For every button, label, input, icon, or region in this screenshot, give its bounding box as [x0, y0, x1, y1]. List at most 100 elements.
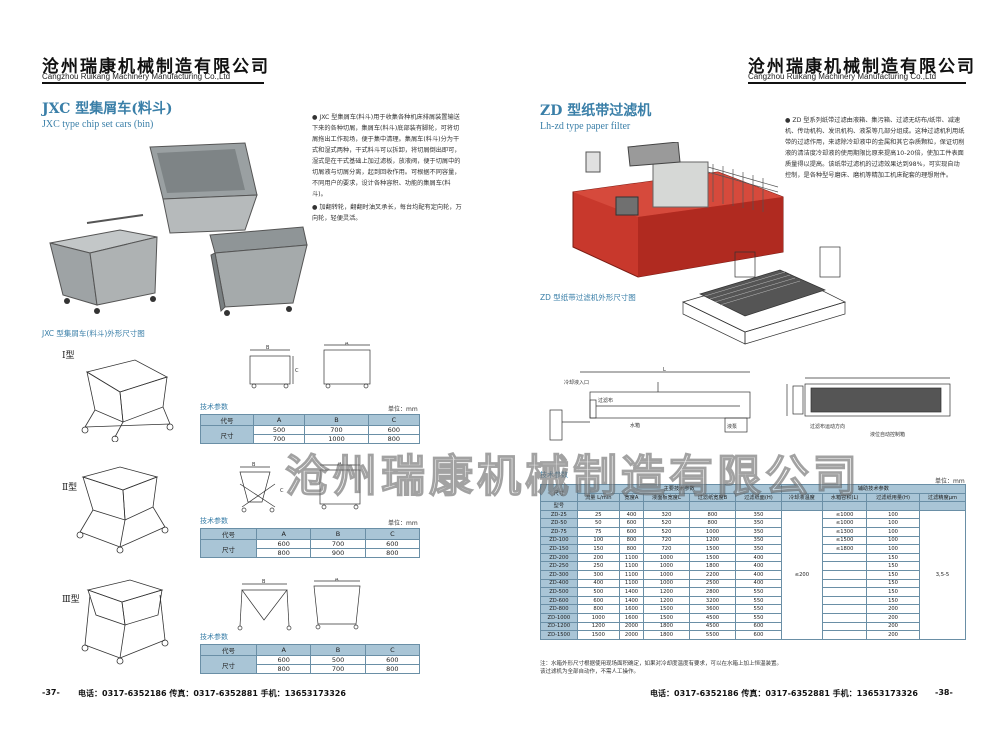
- jxc-desc-para-1: ● JXC 型集屑车(料斗)用于收集各种机床排屑装置输送下来的各种切屑，集屑车(…: [312, 114, 461, 198]
- type-3-label: Ⅲ型: [62, 595, 80, 605]
- zd-cell: [822, 552, 868, 563]
- bin-photos: [49, 142, 308, 316]
- type-2-label: Ⅱ型: [62, 483, 78, 493]
- svg-text:B: B: [252, 462, 256, 468]
- zd-spec-table: 尺寸 主要技术参数 辅助技术参数 流量 L/min 宽度A 液面板宽度L 过滤纸…: [540, 483, 967, 640]
- zd-cell: 150: [866, 578, 920, 589]
- zd-cell: ZD-300: [540, 569, 578, 580]
- zd-cell: 350: [735, 544, 782, 554]
- spec-cell: 700: [310, 664, 366, 674]
- zd-cell: 150: [866, 552, 920, 563]
- zd-cell: [822, 587, 868, 597]
- spec-head-code: 代号: [200, 414, 254, 426]
- zd-filter-photo: [572, 142, 784, 278]
- zd-cell: 2000: [618, 621, 645, 632]
- zd-col-precision: 过滤精度μm: [918, 492, 967, 503]
- zd-cell: 720: [643, 544, 690, 554]
- zd-cell: 400: [735, 569, 782, 580]
- zd-cell: 100: [576, 535, 620, 546]
- zd-cell: [822, 621, 868, 632]
- zd-cell: 600: [618, 526, 645, 537]
- zd-cell: 800: [618, 535, 645, 546]
- spec-cell: 700: [304, 425, 369, 435]
- svg-text:过滤布运动方向: 过滤布运动方向: [810, 423, 845, 430]
- zd-cell: 50: [576, 518, 620, 528]
- zd-cell: 1000: [643, 552, 690, 563]
- zd-cell: 1600: [618, 612, 645, 623]
- zd-cell: 320: [643, 509, 690, 520]
- zd-cell: 4500: [688, 621, 737, 632]
- zd-cell: 400: [576, 578, 620, 589]
- type-2-drawing: [76, 466, 169, 554]
- zd-cell: [822, 595, 868, 606]
- zd-cell: 520: [643, 518, 690, 528]
- zd-cell: ZD-1200: [540, 621, 578, 632]
- zd-cell: ≤1000: [822, 509, 868, 520]
- zd-cell: 150: [866, 587, 920, 597]
- zd-unit-label: 单位：mm: [935, 478, 965, 485]
- spec-head-c: C: [364, 644, 421, 656]
- zd-cell: ≤1000: [822, 518, 868, 528]
- zd-cell: 350: [735, 509, 782, 520]
- left-footer-contact: 电话：0317-6352186 传真：0317-6352881 手机：13653…: [78, 689, 346, 698]
- jxc-description: ● JXC 型集屑车(料斗)用于收集各种机床排屑装置输送下来的各种切屑，集屑车(…: [312, 112, 462, 226]
- zd-cell: 100: [866, 509, 920, 520]
- svg-text:A: A: [335, 578, 339, 583]
- zd-cell: ≤1300: [822, 526, 868, 537]
- spec-cell: 800: [367, 434, 421, 444]
- zd-cell: 1000: [576, 612, 620, 623]
- zd-cell: 500: [576, 587, 620, 597]
- zd-col-paper-usage: 过滤纸用量(H): [866, 492, 920, 503]
- zd-cell: 1500: [643, 612, 690, 623]
- zd-cell: 350: [735, 535, 782, 546]
- svg-text:B: B: [262, 579, 266, 585]
- zd-front-dim-drawing: 冷却液入口 L 过滤布 水箱 液泵: [549, 367, 751, 441]
- header-rule: [42, 82, 264, 84]
- spec-head-a: A: [256, 644, 312, 656]
- zd-top-dim-drawing: 过滤布运动方向 液位自动控制箱: [786, 377, 951, 438]
- spec-head-b: B: [310, 528, 366, 540]
- zd-cell: 200: [576, 552, 620, 563]
- svg-text:水箱: 水箱: [630, 422, 640, 429]
- zd-cell: 400: [618, 509, 645, 520]
- svg-text:B: B: [266, 345, 270, 351]
- zd-cell: [822, 561, 868, 571]
- svg-text:C: C: [280, 488, 284, 494]
- company-name-cn-right: 沧州瑞康机械制造有限公司: [748, 57, 976, 77]
- type-1-drawing: [81, 359, 174, 442]
- header-rule-right: [748, 82, 966, 84]
- spec-table-type-3: 代号 A B C 尺寸 600 500 600 800 700 800: [199, 644, 421, 674]
- zd-cell: 200: [866, 604, 920, 614]
- zd-cell: 1000: [643, 578, 690, 589]
- svg-text:L: L: [663, 367, 666, 373]
- zd-description: ● ZD 型系列纸带过滤由液箱、集污箱、过滤无纺布/纸带、减速机、传动机构、发讯…: [785, 117, 965, 179]
- tech-params-label-2: 技术参数: [200, 517, 228, 525]
- bin-photo-right: [209, 226, 308, 316]
- zd-cell: ZD-50: [540, 518, 578, 528]
- zd-cell: 1000: [643, 569, 690, 580]
- zd-cell: ≤1500: [822, 535, 868, 546]
- zd-cell: 1800: [688, 561, 737, 571]
- zd-cell: 250: [576, 561, 620, 571]
- zd-cell: 600: [735, 621, 782, 632]
- zd-cell: 1800: [643, 621, 690, 632]
- spec-head-a: A: [252, 414, 306, 426]
- spec-cell: 900: [310, 548, 366, 558]
- spec-head-b: B: [304, 414, 369, 426]
- zd-cell: 2500: [688, 578, 737, 589]
- zd-cell: 1600: [618, 604, 645, 614]
- svg-text:液泵: 液泵: [727, 423, 737, 430]
- zd-cell: 200: [866, 612, 920, 623]
- zd-cell: 1200: [688, 535, 737, 546]
- zd-cell: ZD-400: [540, 578, 578, 589]
- zd-cell: 3600: [688, 604, 737, 614]
- zd-cell: 1400: [618, 595, 645, 606]
- zd-cell: ZD-150: [540, 544, 578, 554]
- zd-cell: ZD-800: [540, 604, 578, 614]
